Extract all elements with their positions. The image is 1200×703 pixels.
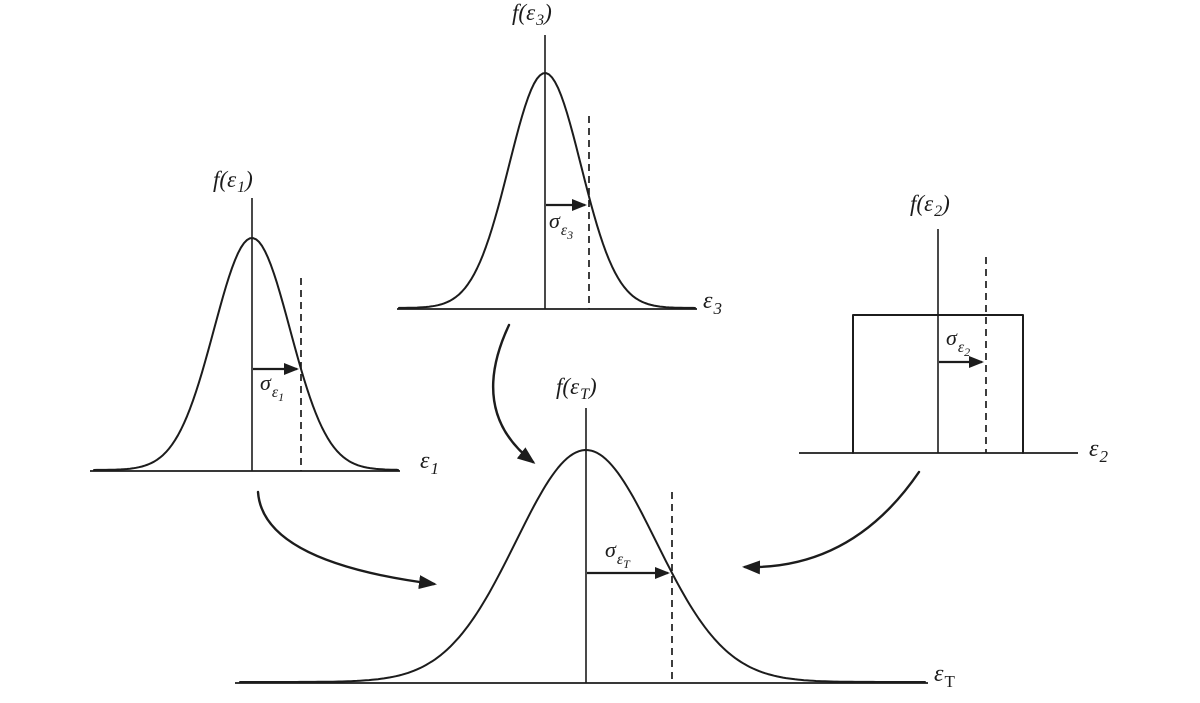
sigma-sub-index: T [623,557,630,571]
connector-epsilon-3-to-total [491,323,536,464]
f-label-subscript: 3 [536,12,545,29]
axis-label-epsilon-3: ε3 [703,288,722,317]
f-label-pre: f( [910,191,925,216]
sigma-symbol: σ [605,537,616,562]
graphics-epsilon-T [235,408,928,684]
density-curve-epsilon-3 [398,72,696,309]
sigma-sub-variable: ε [616,551,624,568]
axis-label-epsilon-T: εT [934,661,955,690]
sigma-subscript: ε1 [271,384,285,404]
density-rect-epsilon-2 [852,314,1024,454]
graphics-epsilon-3 [397,35,697,310]
axis-subscript: 3 [713,299,722,318]
f-label-pre: f( [213,167,228,192]
sigma-label-epsilon-2: σε2 [946,325,970,359]
sigma-sub-index: 3 [567,228,574,242]
f-label-variable: ε [526,0,536,25]
sigma-subscript: ε2 [957,339,971,359]
f-label-epsilon-1: f(ε1) [213,167,253,196]
sigma-symbol: σ [946,325,957,350]
sigma-subscript: εT [616,551,630,571]
sigma-sub-index: 2 [964,345,971,359]
density-curve-epsilon-1 [93,237,399,471]
f-label-post: ) [589,374,597,399]
sigma-label-epsilon-1: σε1 [260,370,284,404]
axis-subscript: 1 [430,459,439,478]
f-label-epsilon-T: f(εT) [556,374,597,403]
f-label-subscript: 1 [237,179,246,196]
f-label-subscript: 2 [934,203,943,220]
sigma-sub-index: 1 [278,390,285,404]
sigma-sub-variable: ε [271,384,279,401]
sigma-symbol: σ [260,370,271,395]
graphics-epsilon-2 [799,229,1078,454]
f-label-variable: ε [570,374,580,399]
sigma-sub-variable: ε [560,222,568,239]
axis-subscript: T [944,672,955,691]
f-label-variable: ε [227,167,237,192]
density-curve-epsilon-T [239,449,926,683]
sigma-label-epsilon-T: σεT [605,537,630,571]
sigma-sub-variable: ε [957,339,965,356]
axis-label-epsilon-1: ε1 [420,448,439,477]
f-label-pre: f( [556,374,571,399]
f-label-epsilon-2: f(ε2) [910,191,950,220]
axis-variable: ε [703,288,713,314]
f-label-post: ) [544,0,552,25]
graphics-epsilon-1 [90,198,400,472]
f-label-variable: ε [924,191,934,216]
axis-subscript: 2 [1099,447,1108,466]
sigma-subscript: ε3 [560,222,574,242]
sigma-label-epsilon-3: σε3 [549,208,573,242]
f-label-epsilon-3: f(ε3) [512,0,552,29]
f-label-subscript: T [580,386,590,403]
axis-variable: ε [420,448,430,474]
f-label-pre: f( [512,0,527,25]
f-label-post: ) [245,167,253,192]
connector-epsilon-1-to-total [256,490,437,590]
sigma-symbol: σ [549,208,560,233]
axis-label-epsilon-2: ε2 [1089,436,1108,465]
axis-variable: ε [934,661,944,687]
axis-variable: ε [1089,436,1099,462]
connector-epsilon-2-to-total [742,470,921,575]
f-label-post: ) [942,191,950,216]
